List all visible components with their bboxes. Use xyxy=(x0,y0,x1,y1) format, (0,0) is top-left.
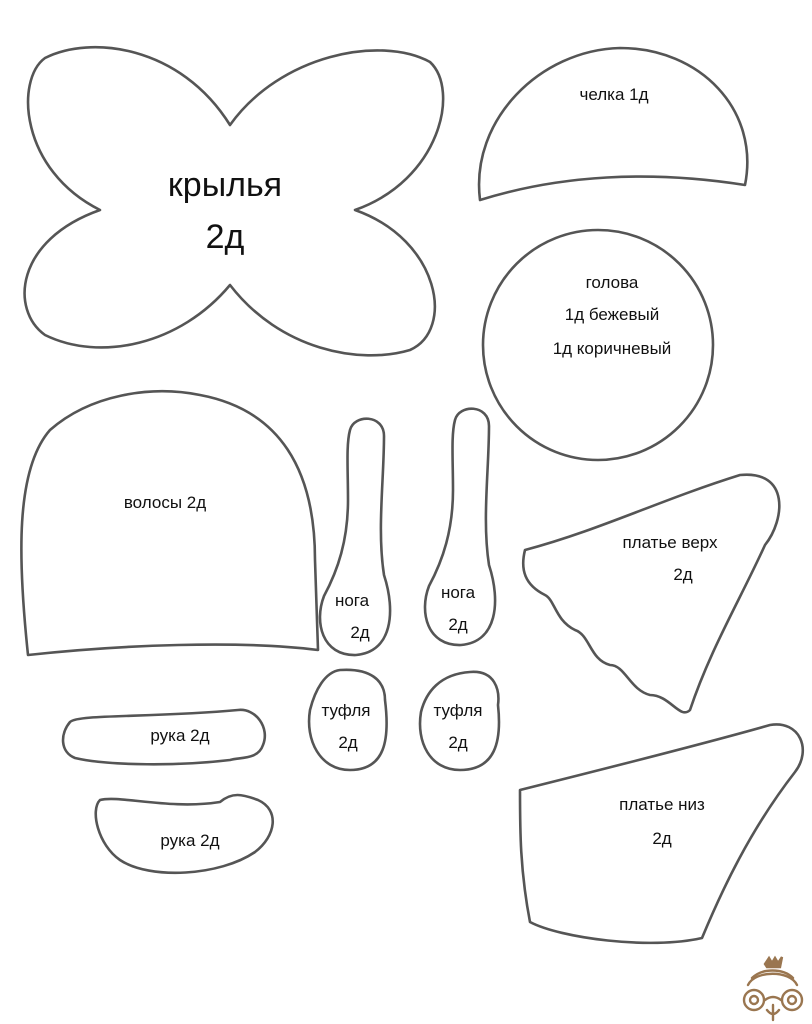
arm-bottom-piece: рука 2д xyxy=(94,793,275,875)
head-line2: 1д коричневый xyxy=(553,339,672,358)
hair-label: волосы 2д xyxy=(124,493,206,512)
dress-top-name: платье верх xyxy=(622,533,718,552)
dress-top-piece: платье верх 2д xyxy=(521,473,781,714)
dress-bottom-name: платье низ xyxy=(619,795,705,814)
leg-right-name: нога xyxy=(441,583,476,602)
bangs-piece: челка 1д xyxy=(477,46,749,202)
wings-piece: крылья 2д xyxy=(23,45,445,357)
head-name: голова xyxy=(586,273,639,292)
head-line1: 1д бежевый xyxy=(565,305,659,324)
arm-bottom-label: рука 2д xyxy=(160,831,219,850)
wings-count: 2д xyxy=(206,218,245,256)
leg-right-piece: нога 2д xyxy=(423,407,497,647)
shoe-left-count: 2д xyxy=(338,733,357,752)
dress-top-count: 2д xyxy=(673,565,692,584)
shoe-right-piece: туфля 2д xyxy=(418,670,501,772)
shoe-right-name: туфля xyxy=(433,701,482,720)
leg-left-piece: нога 2д xyxy=(318,417,392,657)
shoe-right-count: 2д xyxy=(448,733,467,752)
head-piece: голова 1д бежевый 1д коричневый xyxy=(481,228,715,462)
dress-bottom-piece: платье низ 2д xyxy=(518,723,805,945)
leg-right-count: 2д xyxy=(448,615,467,634)
wings-name: крылья xyxy=(168,166,282,204)
arm-top-piece: рука 2д xyxy=(61,708,266,766)
leg-left-count: 2д xyxy=(350,623,369,642)
dress-bottom-count: 2д xyxy=(652,829,671,848)
shoe-left-name: туфля xyxy=(321,701,370,720)
shoe-left-piece: туфля 2д xyxy=(307,668,388,772)
leg-left-name: нога xyxy=(335,591,370,610)
lion-logo-icon xyxy=(742,955,804,1022)
hair-piece: волосы 2д xyxy=(20,390,320,657)
bangs-label: челка 1д xyxy=(579,85,648,104)
arm-top-label: рука 2д xyxy=(150,726,209,745)
